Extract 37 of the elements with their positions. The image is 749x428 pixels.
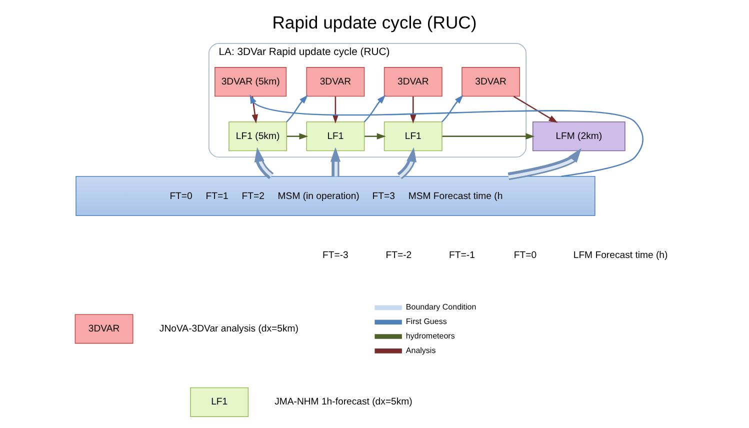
label: FT=-1: [449, 250, 475, 262]
node-box: 3DVAR: [74, 314, 134, 344]
node-box: FT=0 FT=1 FT=2 MSM (in operation) FT=3 MSM Forecast time (h: [76, 176, 596, 216]
arrow: [508, 148, 582, 180]
label: LFM Forecast time (h): [573, 250, 668, 262]
arrow: [364, 94, 386, 122]
arrow: [442, 133, 535, 140]
node-label: JMA-NHM 1h-forecast (dx=5km): [274, 396, 412, 408]
node-box: LFM (2km): [532, 122, 626, 152]
node-box: LF1: [306, 122, 365, 152]
arrow: [513, 96, 558, 123]
label: FT=-3: [322, 250, 348, 262]
label: FT=0: [514, 250, 537, 262]
legend-label: Boundary Condition: [406, 302, 476, 312]
node-box: 3DVAR: [384, 67, 442, 97]
node-box: LF1: [384, 122, 442, 152]
legend-label: Analysis: [406, 346, 436, 355]
arrow: [364, 133, 386, 140]
arrow: [410, 96, 416, 124]
node-box: LF1: [190, 387, 249, 417]
node-box: 3DVAR: [462, 67, 520, 97]
arrow: [250, 94, 644, 177]
legend-label: First Guess: [406, 317, 447, 326]
legend-label: hydrometeors: [406, 332, 455, 341]
arrow: [254, 147, 274, 180]
arrow: [442, 94, 464, 122]
node-box: 3DVAR: [306, 67, 365, 97]
label: FT=-2: [386, 250, 412, 262]
node-box: LF1 (5km): [228, 122, 288, 152]
diagram-title: Rapid update cycle (RUC): [272, 12, 477, 33]
arrow: [286, 94, 308, 122]
node-label: JNoVA-3DVar analysis (dx=5km): [159, 323, 298, 334]
arrow: [252, 96, 258, 124]
arrow: [286, 133, 308, 140]
arrow: [397, 147, 417, 180]
arrow: [330, 147, 341, 176]
node-box: 3DVAR (5km): [214, 67, 287, 97]
